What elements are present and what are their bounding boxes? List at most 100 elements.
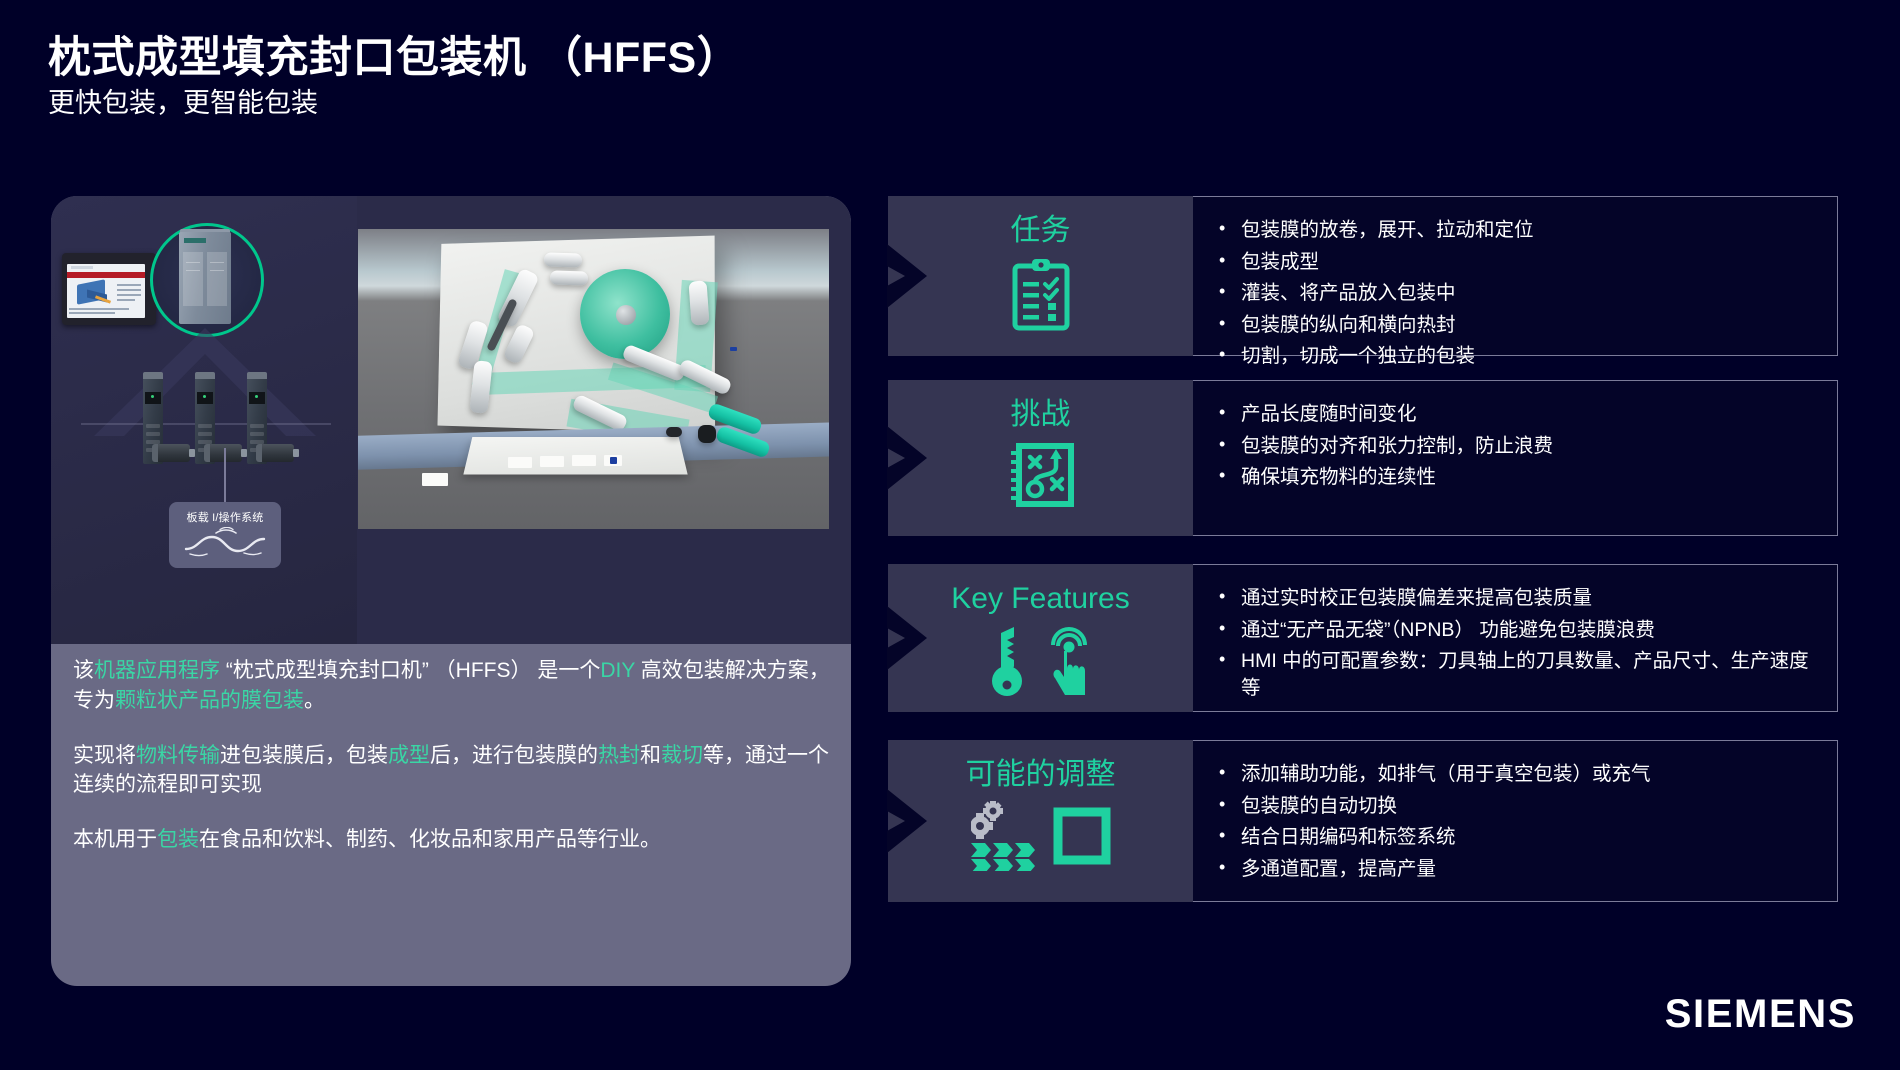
touch-hand-icon — [1050, 627, 1087, 695]
bullet-item: HMI 中的可配置参数：刀具轴上的刀具数量、产品尺寸、生产速度等 — [1215, 647, 1819, 701]
render-cutter-block — [666, 427, 682, 437]
square-outline-icon — [1053, 807, 1110, 865]
card-task-left: 任务 — [887, 196, 1193, 356]
card-task-right: 包装膜的放卷，展开、拉动和定位包装成型灌装、将产品放入包装中包装膜的纵向和横向热… — [1193, 196, 1838, 367]
card-challenge[interactable]: 挑战 — [887, 380, 1838, 536]
highlighted-phrase: 物料传输 — [136, 743, 220, 767]
text-segment: 。 — [304, 688, 325, 712]
card-challenge-title: 挑战 — [1010, 398, 1071, 431]
text-segment: 等，通过一个连续的流程即可实现 — [73, 743, 829, 797]
render-roller — [549, 270, 589, 286]
render-package — [422, 473, 448, 486]
highlighted-phrase: 热封 — [598, 743, 640, 767]
strategy-playbook-icon — [1006, 441, 1076, 509]
clipboard-checklist-icon — [1010, 257, 1072, 333]
plc-slot — [183, 252, 203, 306]
servo-motor-icon — [152, 444, 195, 462]
text-segment: 后，进行包装膜的 — [430, 743, 598, 767]
card-features-icons — [987, 625, 1095, 699]
render-roller — [543, 252, 583, 268]
bullet-item: 多通道配置，提高产量 — [1215, 855, 1819, 883]
bullet-item: 通过“无产品无袋”（NPNB） 功能避免包装膜浪费 — [1215, 616, 1819, 644]
render-roller — [688, 280, 710, 326]
highlighted-phrase: 颗粒状产品的膜包装 — [115, 688, 304, 712]
bullet-item: 包装膜的放卷，展开、拉动和定位 — [1215, 216, 1819, 244]
card-features-bullets: 通过实时校正包装膜偏差来提高包装质量通过“无产品无袋”（NPNB） 功能避免包装… — [1215, 584, 1819, 701]
description-text: 该机器应用程序 “枕式成型填充封口机” （HFFS） 是一个DIY 高效包装解决… — [73, 656, 833, 855]
text-segment: 该 — [73, 659, 94, 682]
bullet-item: 包装膜的对齐和张力控制，防止浪费 — [1215, 432, 1819, 460]
text-segment: 高效包装解决方案，专为 — [73, 659, 830, 712]
gears-chevrons-icon — [970, 801, 1035, 871]
hffs-machine-3d-render — [358, 229, 829, 529]
plc-detail-line — [210, 262, 224, 263]
left-panel: 板载 I/操作系统 — [51, 196, 851, 986]
servo-drive-icon — [247, 372, 267, 464]
card-challenge-bullets: 产品长度随时间变化包装膜的对齐和张力控制，防止浪费确保填充物料的连续性 — [1215, 400, 1819, 491]
card-task-title: 任务 — [1010, 214, 1071, 247]
drive-onboard-connector — [224, 448, 226, 506]
card-adjust-icons — [970, 801, 1111, 871]
render-package — [540, 456, 564, 467]
render-cutter-block — [698, 425, 716, 443]
render-package — [508, 457, 532, 468]
chevron-right-icon — [887, 244, 927, 308]
card-features-right: 通过实时校正包装膜偏差来提高包装质量通过“无产品无袋”（NPNB） 功能避免包装… — [1193, 564, 1838, 712]
hmi-panel-icon — [62, 253, 156, 325]
siemens-logo: SIEMENS — [1664, 992, 1856, 1036]
card-challenge-right: 产品长度随时间变化包装膜的对齐和张力控制，防止浪费确保填充物料的连续性 — [1193, 380, 1838, 536]
text-segment: 和 — [640, 743, 661, 767]
paragraph-1: 该机器应用程序 “枕式成型填充封口机” （HFFS） 是一个DIY 高效包装解决… — [73, 656, 833, 716]
highlighted-phrase: 裁切 — [661, 743, 703, 767]
bullet-item: 通过实时校正包装膜偏差来提高包装质量 — [1215, 584, 1819, 612]
card-features-title: Key Features — [951, 582, 1130, 615]
render-roll-hub — [616, 305, 636, 325]
text-segment: 实现将 — [73, 743, 136, 767]
card-adjust-bullets: 添加辅助功能，如排气（用于真空包装）或充气包装膜的自动切换结合日期编码和标签系统… — [1215, 760, 1819, 883]
servo-motor-icon — [256, 444, 299, 462]
plc-slot — [207, 252, 227, 306]
architecture-diagram: 板载 I/操作系统 — [51, 196, 357, 644]
highlighted-phrase: 成型 — [388, 743, 430, 767]
servo-drive-icon — [143, 372, 163, 464]
highlighted-phrase: 包装 — [157, 828, 199, 852]
page-title: 枕式成型填充封口包装机 （HFFS） — [48, 34, 741, 82]
chevron-right-icon — [887, 606, 927, 670]
paragraph-2: 实现将物料传输进包装膜后，包装成型后，进行包装膜的热封和裁切等，通过一个连续的流… — [73, 741, 833, 801]
bullet-item: 结合日期编码和标签系统 — [1215, 823, 1819, 851]
plc-detail-line — [186, 270, 200, 271]
card-adjust-left: 可能的调整 — [887, 740, 1193, 902]
text-segment: 本机用于 — [73, 828, 157, 852]
bullet-item: 包装膜的纵向和横向热封 — [1215, 311, 1819, 339]
render-marker — [610, 457, 617, 464]
text-segment: 进包装膜后，包装 — [220, 743, 388, 767]
slide-header: 枕式成型填充封口包装机 （HFFS） 更快包装，更智能包装 — [48, 34, 1048, 121]
key-icon — [991, 627, 1022, 696]
card-adjust-title: 可能的调整 — [965, 758, 1116, 791]
text-segment: 在食品和饮料、制药、化妆品和家用产品等行业。 — [199, 828, 661, 852]
text-segment: “枕式成型填充封口机” （HFFS） 是一个 — [220, 659, 601, 682]
motion-wave-icon — [184, 526, 266, 557]
cards-container: 任务 — [887, 196, 1838, 1004]
plc-brand-label — [184, 238, 206, 243]
chevron-right-icon — [887, 789, 927, 853]
plc-controller-icon — [179, 232, 231, 324]
card-challenge-left: 挑战 — [887, 380, 1193, 536]
paragraph-3: 本机用于包装在食品和饮料、制药、化妆品和家用产品等行业。 — [73, 825, 833, 855]
bullet-item: 灌装、将产品放入包装中 — [1215, 279, 1819, 307]
card-features[interactable]: Key Features 通过实时校正包装膜偏差来 — [887, 564, 1838, 712]
onboard-os-label: 板载 I/操作系统 — [186, 512, 264, 524]
page-subtitle: 更快包装，更智能包装 — [48, 88, 318, 119]
bullet-item: 添加辅助功能，如排气（用于真空包装）或充气 — [1215, 760, 1819, 788]
render-package — [572, 455, 596, 466]
highlighted-phrase: DIY — [600, 659, 635, 682]
card-features-left: Key Features — [887, 564, 1193, 712]
onboard-os-box: 板载 I/操作系统 — [169, 502, 281, 568]
card-task-bullets: 包装膜的放卷，展开、拉动和定位包装成型灌装、将产品放入包装中包装膜的纵向和横向热… — [1215, 216, 1819, 370]
bullet-item: 产品长度随时间变化 — [1215, 400, 1819, 428]
plc-detail-line — [210, 270, 224, 271]
card-adjust[interactable]: 可能的调整 — [887, 740, 1838, 902]
card-task[interactable]: 任务 — [887, 196, 1838, 367]
bullet-item: 确保填充物料的连续性 — [1215, 463, 1819, 491]
